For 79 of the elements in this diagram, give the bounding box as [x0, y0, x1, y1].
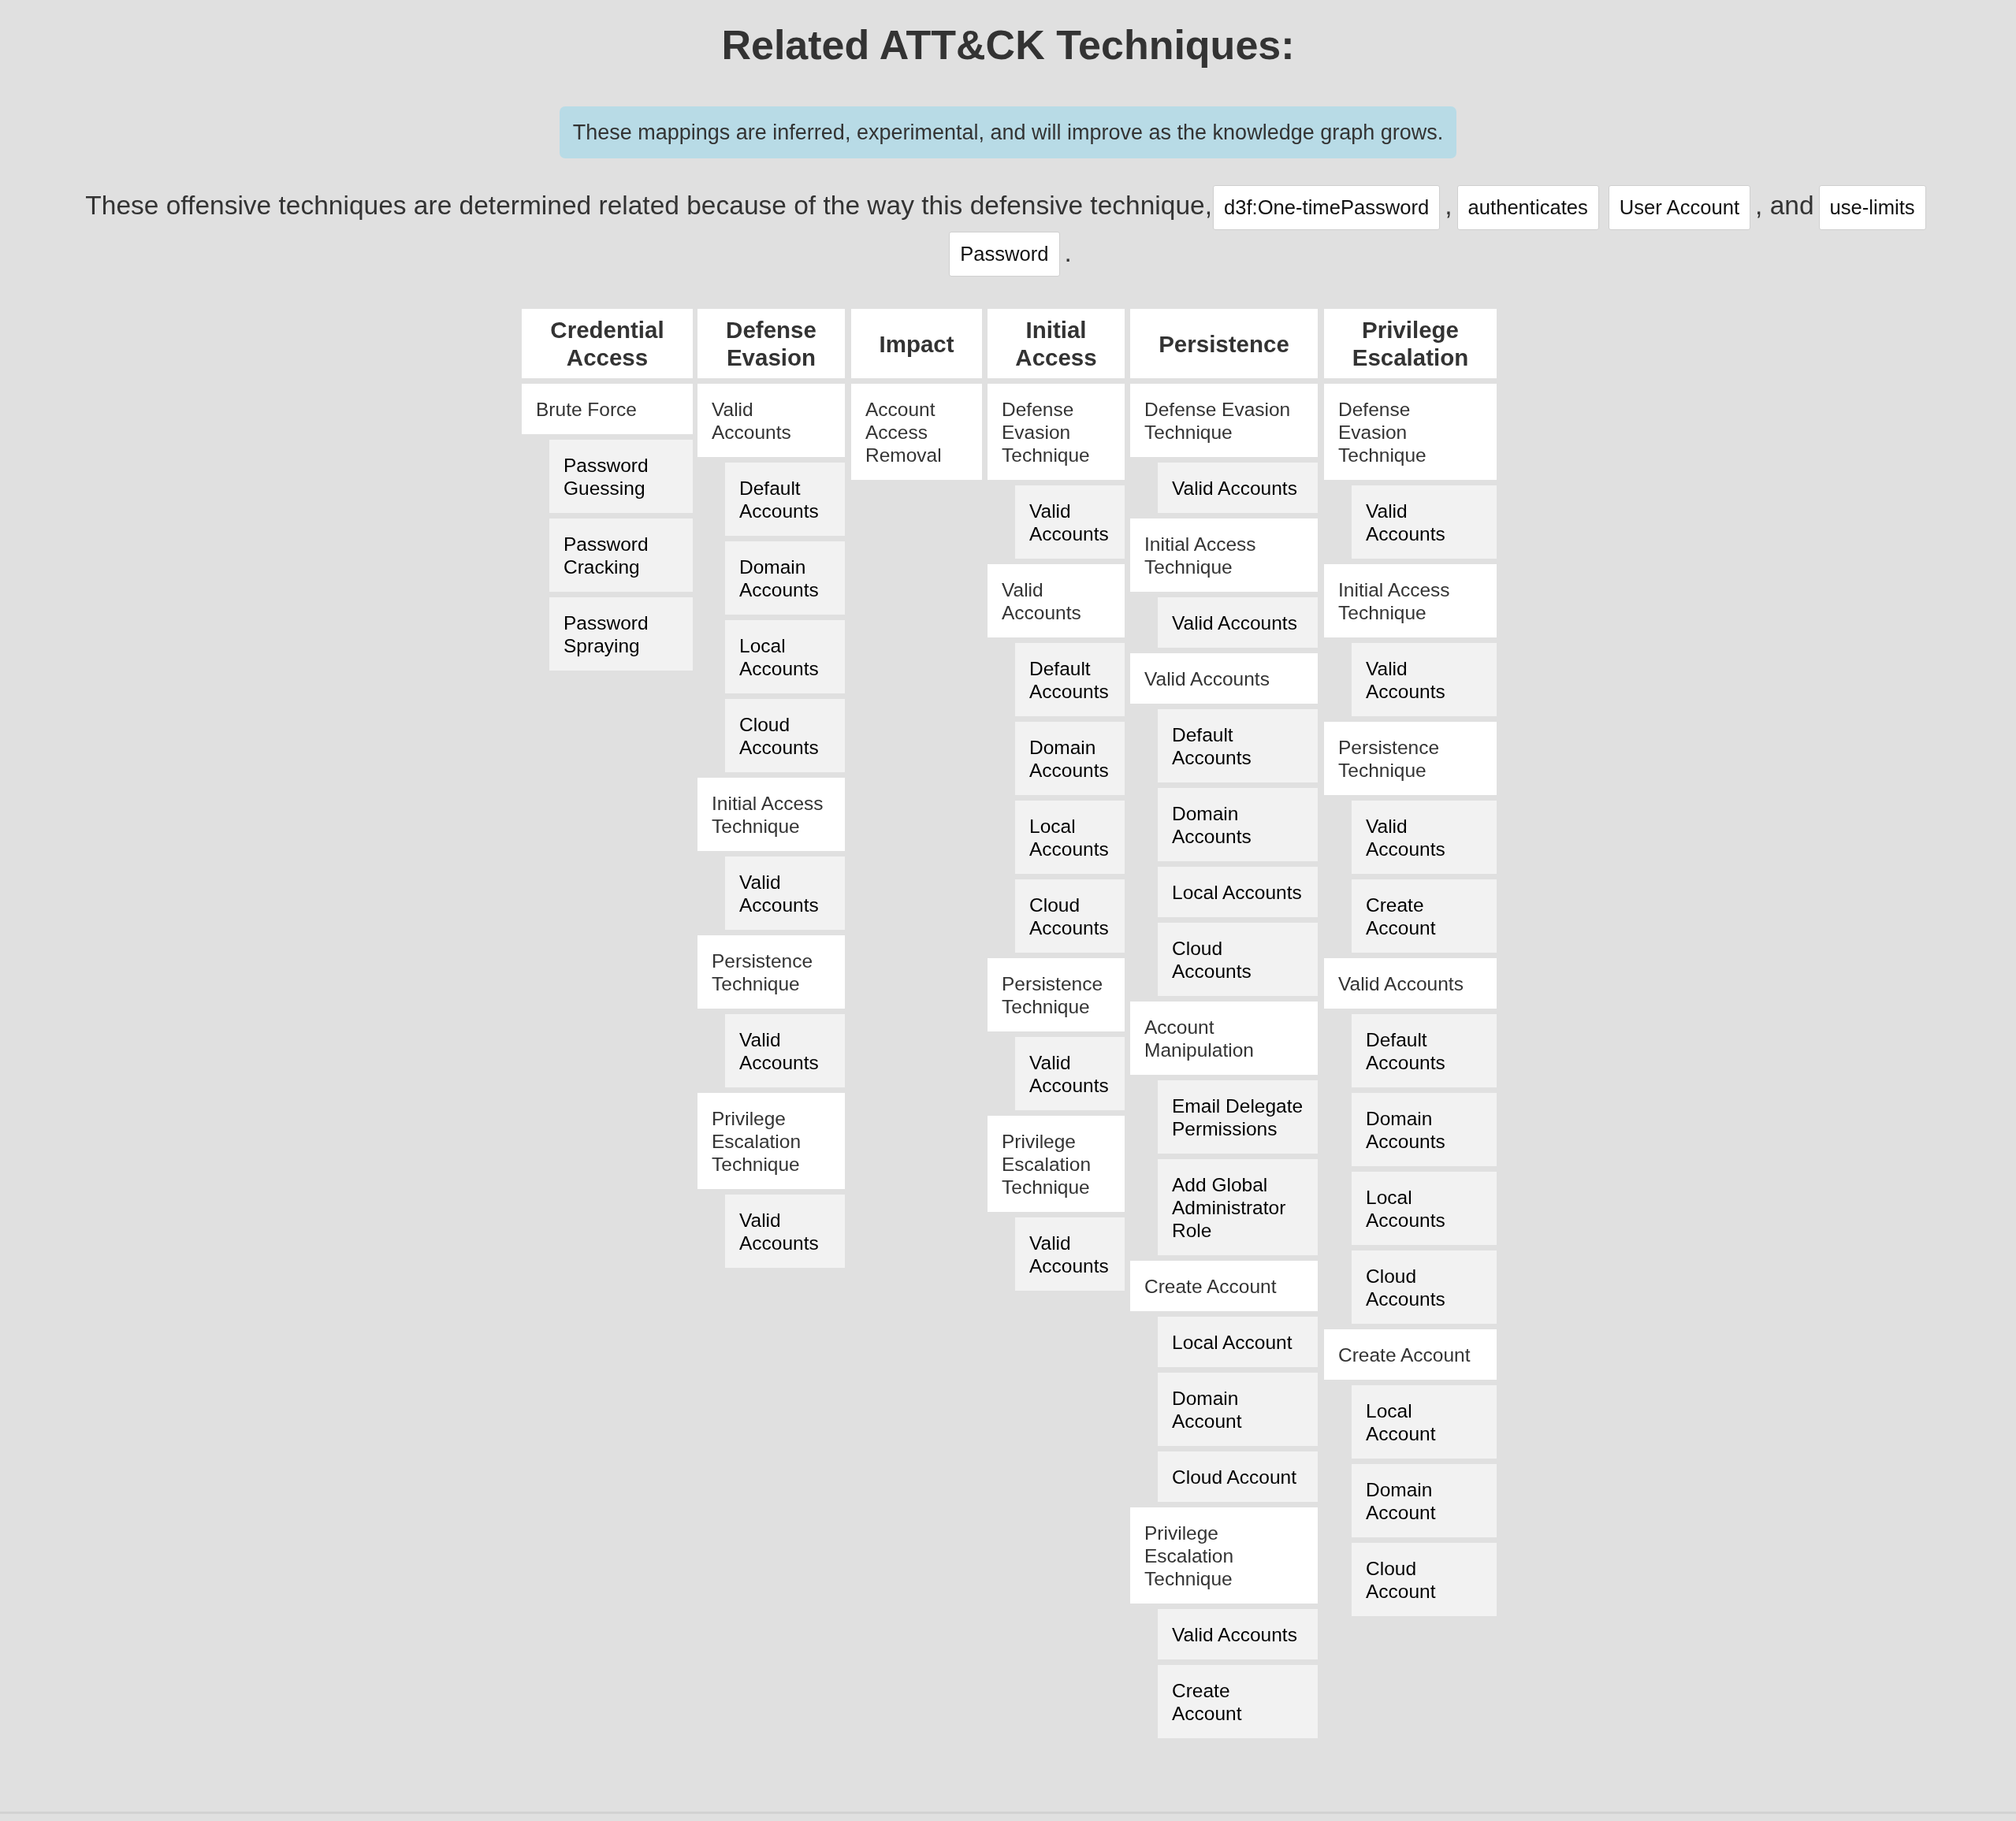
subtechnique-entry: Password Spraying — [549, 597, 693, 671]
term-tag: Password — [949, 232, 1060, 277]
sentence-text: , and — [1755, 191, 1814, 220]
subtechnique-entry: Cloud Account — [1158, 1451, 1318, 1502]
technique-entry: Account Access Removal — [851, 384, 982, 480]
term-tag: d3f:One-timePassword — [1212, 184, 1441, 230]
technique-entry: Initial Access Technique — [1324, 564, 1497, 637]
subtechnique-entry: Valid Accounts — [1352, 485, 1497, 559]
subtechnique-entry: Password Cracking — [549, 518, 693, 592]
subtechnique-entry: Local Account — [1158, 1317, 1318, 1367]
subtechnique-entry: Cloud Accounts — [1352, 1251, 1497, 1324]
technique-entry: Defense Evasion Technique — [1324, 384, 1497, 480]
info-banner: These mappings are inferred, experimental, and will improve as the knowledge graph grows. — [559, 106, 1457, 158]
page-title: Related ATT&CK Techniques: — [721, 21, 1295, 69]
column-header: Defense Evasion — [697, 309, 845, 378]
subtechnique-entry: Valid Accounts — [1158, 597, 1318, 648]
subtechnique-entry: Valid Accounts — [1352, 643, 1497, 716]
sentence-text: . — [1064, 237, 1072, 267]
term-tag: use-limits — [1818, 184, 1926, 230]
column-header: Privilege Escalation — [1324, 309, 1497, 378]
technique-entry: Initial Access Technique — [697, 778, 845, 851]
subtechnique-entry: Add Global Administrator Role — [1158, 1159, 1318, 1255]
technique-entry: Valid Accounts — [697, 384, 845, 457]
technique-entry: Create Account — [1130, 1261, 1318, 1311]
subtechnique-entry: Default Accounts — [1352, 1014, 1497, 1087]
subtechnique-entry: Valid Accounts — [1015, 485, 1125, 559]
subtechnique-entry: Create Account — [1352, 879, 1497, 953]
subtechnique-entry: Cloud Accounts — [1158, 923, 1318, 996]
technique-entry: Create Account — [1324, 1329, 1497, 1380]
subtechnique-entry: Domain Accounts — [1352, 1093, 1497, 1166]
technique-entry: Privilege Escalation Technique — [697, 1093, 845, 1189]
sentence-text: These offensive techniques are determined related because of the way this defensive technique, — [85, 191, 1212, 220]
subtechnique-entry: Local Accounts — [1015, 801, 1125, 874]
subtechnique-entry: Local Accounts — [1158, 867, 1318, 917]
subtechnique-entry: Valid Accounts — [1158, 1609, 1318, 1659]
column-header: Credential Access — [522, 309, 693, 378]
column-header: Persistence — [1130, 309, 1318, 378]
column-header: Initial Access — [988, 309, 1125, 378]
subtechnique-entry: Valid Accounts — [1015, 1217, 1125, 1291]
technique-entry: Initial Access Technique — [1130, 518, 1318, 592]
technique-entry: Defense Evasion Technique — [988, 384, 1125, 480]
subtechnique-entry: Default Accounts — [725, 463, 845, 536]
subtechnique-entry: Valid Accounts — [725, 1195, 845, 1268]
subtechnique-entry: Domain Accounts — [725, 541, 845, 615]
technique-entry: Valid Accounts — [1324, 958, 1497, 1009]
technique-entry: Persistence Technique — [1324, 722, 1497, 795]
technique-entry: Valid Accounts — [988, 564, 1125, 637]
subtechnique-entry: Valid Accounts — [1352, 801, 1497, 874]
term-tag: authenticates — [1456, 184, 1599, 230]
subtechnique-entry: Domain Account — [1352, 1464, 1497, 1537]
subtechnique-entry: Valid Accounts — [725, 857, 845, 930]
technique-entry: Defense Evasion Technique — [1130, 384, 1318, 457]
technique-entry: Persistence Technique — [697, 935, 845, 1009]
technique-entry: Privilege Escalation Technique — [1130, 1507, 1318, 1604]
technique-entry: Account Manipulation — [1130, 1002, 1318, 1075]
column-header: Impact — [851, 309, 982, 378]
subtechnique-entry: Domain Account — [1158, 1373, 1318, 1446]
sentence-text: , — [1445, 191, 1452, 220]
technique-entry: Persistence Technique — [988, 958, 1125, 1031]
subtechnique-entry: Cloud Accounts — [725, 699, 845, 772]
technique-entry: Valid Accounts — [1130, 653, 1318, 704]
subtechnique-entry: Create Account — [1158, 1665, 1318, 1738]
subtechnique-entry: Local Accounts — [1352, 1172, 1497, 1245]
subtechnique-entry: Cloud Account — [1352, 1543, 1497, 1616]
subtechnique-entry: Local Account — [1352, 1385, 1497, 1459]
subtechnique-entry: Cloud Accounts — [1015, 879, 1125, 953]
technique-entry: Brute Force — [522, 384, 693, 434]
subtechnique-entry: Password Guessing — [549, 440, 693, 513]
subtechnique-entry: Valid Accounts — [1015, 1037, 1125, 1110]
subtechnique-entry: Valid Accounts — [725, 1014, 845, 1087]
subtechnique-entry: Domain Accounts — [1158, 788, 1318, 861]
subtechnique-entry: Default Accounts — [1015, 643, 1125, 716]
subtechnique-entry: Valid Accounts — [1158, 463, 1318, 513]
subtechnique-entry: Domain Accounts — [1015, 722, 1125, 795]
subtechnique-entry: Local Accounts — [725, 620, 845, 693]
term-tag: User Account — [1608, 184, 1751, 230]
technique-entry: Privilege Escalation Technique — [988, 1116, 1125, 1212]
subtechnique-entry: Default Accounts — [1158, 709, 1318, 782]
subtechnique-entry: Email Delegate Permissions — [1158, 1080, 1318, 1154]
